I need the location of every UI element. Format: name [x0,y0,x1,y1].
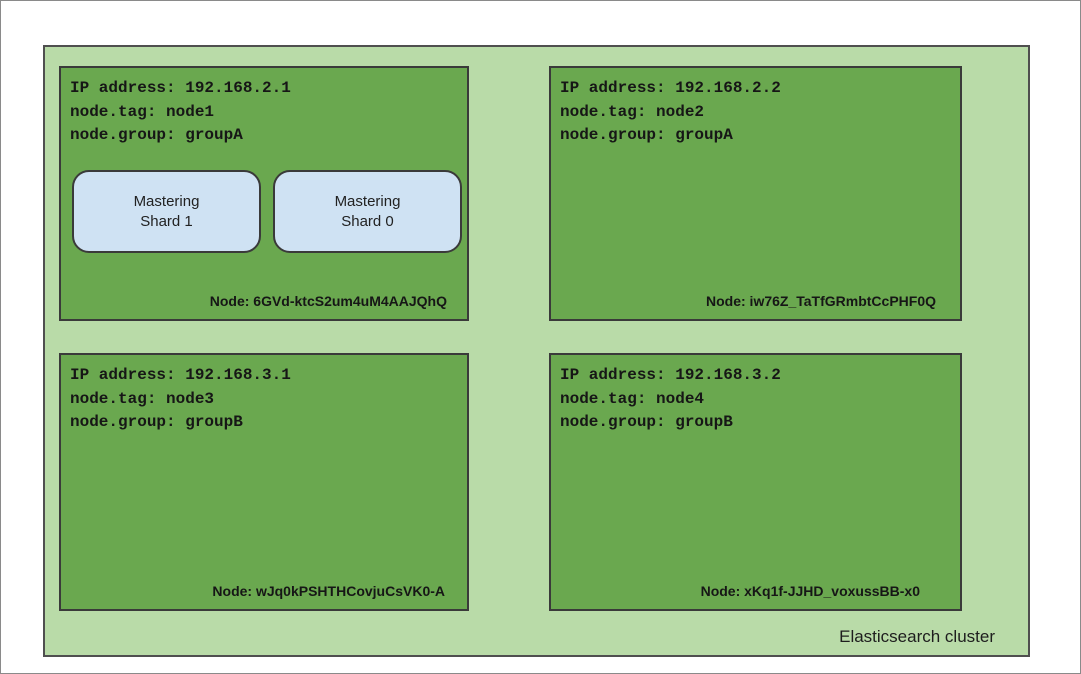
node-3-tag: node.tag: node3 [70,389,215,408]
elasticsearch-cluster: IP address: 192.168.2.1 node.tag: node1 no… [43,45,1030,657]
shard-0-label-line1: Mastering [334,192,401,210]
node-2-info: IP address: 192.168.2.2 node.tag: node2 no… [560,77,781,148]
node-1-group: node.group: groupA [70,126,243,144]
node-1-info: IP address: 192.168.2.1 node.tag: node1 no… [70,77,291,148]
node-2-id: Node: iw76Z_TaTfGRmbtCcPHF0Q [706,293,936,309]
node-4: IP address: 192.168.3.2 node.tag: node4 no… [549,353,962,611]
cluster-label: Elasticsearch cluster [839,627,995,646]
node-2: IP address: 192.168.2.2 node.tag: node2 no… [549,66,962,321]
shard-0-label-line2: Shard 0 [341,212,394,230]
node-3: IP address: 192.168.3.1 node.tag: node3 no… [59,353,469,611]
node-4-tag: node.tag: node4 [560,389,705,408]
node-1-tag: node.tag: node1 [70,102,215,121]
node-2-tag: node.tag: node2 [560,102,705,121]
shard-1-box: Mastering Shard 1 [72,170,261,253]
shard-1-label-line2: Shard 1 [140,212,193,230]
node-4-info: IP address: 192.168.3.2 node.tag: node4 no… [560,364,781,435]
shard-0-box: Mastering Shard 0 [273,170,462,253]
node-1-id: Node: 6GVd-ktcS2um4uM4AAJQhQ [209,293,447,309]
node-4-group: node.group: groupB [560,413,733,431]
node-3-info: IP address: 192.168.3.1 node.tag: node3 no… [70,364,291,435]
node-3-ip-address: IP address: 192.168.3.1 [70,366,291,384]
node-2-ip-address: IP address: 192.168.2.2 [560,79,781,97]
node-4-id: Node: xKq1f-JJHD_voxussBB-x0 [700,583,920,599]
node-4-ip-address: IP address: 192.168.3.2 [560,366,781,384]
node-3-id: Node: wJq0kPSHTHCovjuCsVK0-A [212,583,445,599]
node-2-group: node.group: groupA [560,126,733,144]
node-1: IP address: 192.168.2.1 node.tag: node1 no… [59,66,469,321]
shard-1-label-line1: Mastering [133,192,200,210]
node-1-ip-address: IP address: 192.168.2.1 [70,79,291,97]
node-3-group: node.group: groupB [70,413,243,431]
